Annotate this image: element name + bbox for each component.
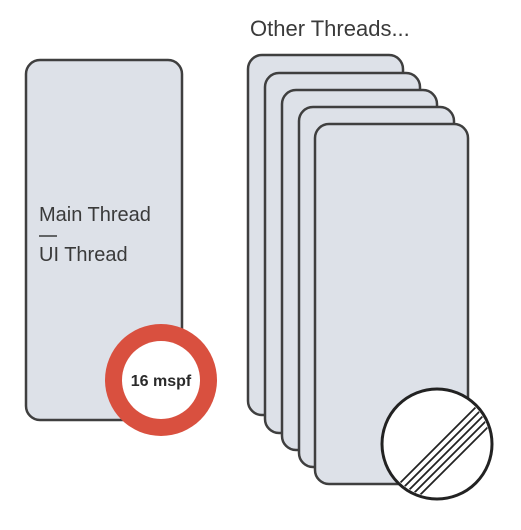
other-threads-stack [246,53,470,486]
no-speed-limit-sign-icon [380,387,494,501]
frame-budget-badge: 16 mspf [105,324,217,436]
ui-thread-label: UI Thread [39,244,128,266]
other-threads-label: Other Threads... [250,16,410,41]
frame-budget-label: 16 mspf [131,373,192,390]
main-thread-label: Main Thread [39,204,151,226]
